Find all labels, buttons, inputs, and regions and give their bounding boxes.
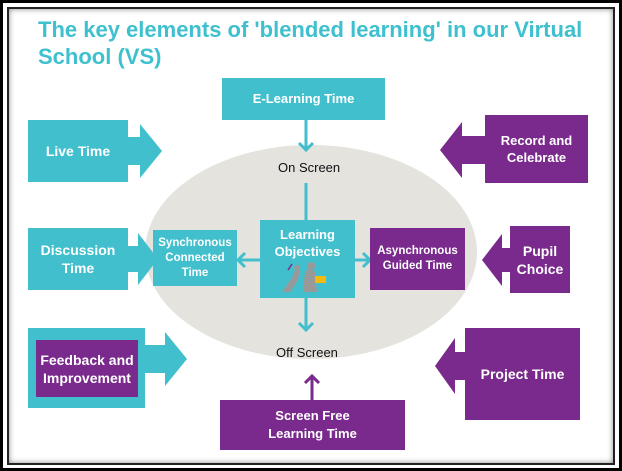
pupil-choice-box: Pupil Choice [510,226,570,293]
off-screen-label: Off Screen [276,345,338,360]
arrow-record [440,122,490,178]
learning-objectives-box: Learning Objectives [260,220,355,298]
arrow-screen-free-up [303,373,321,400]
diagram-title: The key elements of 'blended learning' i… [38,17,583,69]
arrow-live [125,124,162,178]
project-time-box: Project Time [465,328,580,420]
arrow-pupil-choice [482,234,515,286]
record-celebrate-box: Record and Celebrate [485,115,588,183]
arrow-discussion [125,233,158,285]
inner-border [7,7,615,465]
arrow-objectives-down [297,298,315,333]
arrow-to-synchronous [235,251,260,269]
feedback-outer-box: Feedback and Improvement [28,328,145,408]
discussion-time-box: Discussion Time [28,228,128,290]
live-time-box: Live Time [28,120,128,182]
arrow-project [435,338,470,394]
arrow-feedback [140,332,187,386]
asynchronous-box: Asynchronous Guided Time [370,228,465,290]
arrow-elearning-down [297,120,315,153]
elearning-time-box: E-Learning Time [222,78,385,120]
on-screen-label: On Screen [278,160,341,175]
feedback-improvement-box: Feedback and Improvement [36,340,138,397]
screen-free-box: Screen Free Learning Time [220,400,405,450]
synchronous-box: Synchronous Connected Time [153,230,237,286]
